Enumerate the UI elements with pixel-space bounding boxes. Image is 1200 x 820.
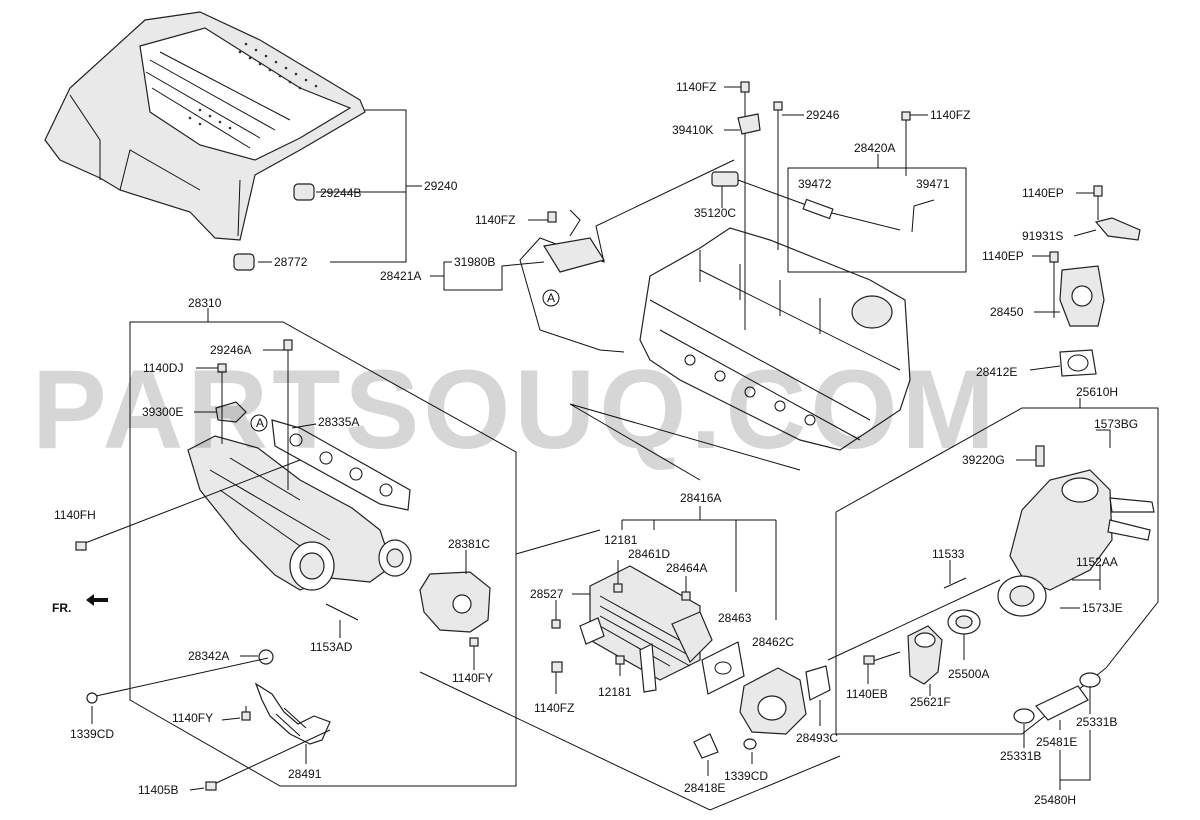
callout-39471: 39471	[916, 177, 950, 191]
intake-gasket-drawing	[271, 419, 411, 511]
callout-25621F: 25621F	[910, 695, 951, 709]
callout-1140FZ-mid: 1140FZ	[475, 213, 515, 227]
callout-11533: 11533	[932, 547, 965, 561]
cylinder-head-drawing	[639, 227, 911, 451]
callout-25331B-right: 25331B	[1076, 715, 1117, 729]
callout-1573BG: 1573BG	[1094, 417, 1138, 431]
callout-91931S: 91931S	[1022, 229, 1063, 243]
callout-28421A: 28421A	[380, 269, 421, 283]
watermark: PARTSOUQ.COM	[32, 347, 999, 472]
callout-28342A: 28342A	[188, 649, 229, 663]
callout-28527: 28527	[530, 587, 564, 601]
callout-1140EB: 1140EB	[846, 687, 888, 701]
callout-39220G: 39220G	[962, 453, 1005, 467]
fr-label: FR.	[52, 601, 71, 615]
egr-gasket-drawing	[701, 641, 745, 695]
callout-28461D: 28461D	[628, 547, 670, 561]
callout-39300E: 39300E	[142, 405, 183, 419]
egr-cooler-drawing	[579, 565, 713, 693]
callout-28420A: 28420A	[854, 141, 895, 155]
callout-28450: 28450	[990, 305, 1024, 319]
coolant-hose-drawing	[1013, 672, 1101, 724]
callout-25610H: 25610H	[1076, 385, 1118, 399]
callout-35120C: 35120C	[694, 206, 736, 220]
intake-manifold-drawing	[187, 435, 412, 591]
callout-29246: 29246	[806, 108, 840, 122]
callout-29244B: 29244B	[320, 186, 361, 200]
callout-28493C: 28493C	[796, 731, 838, 745]
callout-25500A: 25500A	[948, 667, 989, 681]
egr-pipe-drawing	[254, 682, 331, 745]
callout-29246A: 29246A	[210, 343, 251, 357]
callout-25331B-left: 25331B	[1000, 749, 1041, 763]
callout-1140FZ-bottom: 1140FZ	[534, 701, 574, 715]
callout-1140FH: 1140FH	[54, 508, 96, 522]
callout-28462C: 28462C	[752, 635, 794, 649]
callout-1140EP-mid: 1140EP	[982, 249, 1024, 263]
callout-1140FZ-top: 1140FZ	[676, 80, 716, 94]
map-sensor-drawing	[215, 401, 247, 423]
callout-12181-top: 12181	[604, 533, 638, 547]
callout-1140FY-right: 1140FY	[452, 671, 493, 685]
callout-28463: 28463	[718, 611, 752, 625]
callout-28381C: 28381C	[448, 537, 490, 551]
thermostat-drawing	[947, 609, 981, 660]
callout-28412E: 28412E	[976, 365, 1017, 379]
egr-housing-drawing	[739, 665, 831, 735]
callout-39410K: 39410K	[672, 123, 713, 137]
callout-1140FZ-topright: 1140FZ	[930, 108, 970, 122]
callout-1152AA: 1152AA	[1076, 555, 1118, 569]
engine-cover-drawing	[44, 11, 366, 271]
callout-1140DJ: 1140DJ	[143, 361, 183, 375]
callout-1339CD-left: 1339CD	[70, 727, 114, 741]
water-inlet-fitting-drawing	[907, 625, 943, 685]
callout-1339CD-right: 1339CD	[724, 769, 768, 783]
thermostat-housing-drawing	[997, 469, 1155, 617]
callout-39472: 39472	[798, 177, 832, 191]
front-direction-arrow: FR.	[52, 594, 108, 615]
callout-25481E: 25481E	[1036, 735, 1077, 749]
callout-28310: 28310	[188, 296, 222, 310]
callout-12181-bottom: 12181	[598, 685, 632, 699]
callout-28416A: 28416A	[680, 491, 721, 505]
callout-11405B: 11405B	[138, 783, 178, 797]
callout-1153AD: 1153AD	[310, 640, 353, 654]
callout-1140FY-left: 1140FY	[172, 711, 213, 725]
callout-28335A: 28335A	[318, 415, 359, 429]
throttle-body-drawing	[419, 571, 491, 633]
callout-circle-a-left: A	[256, 416, 264, 430]
callout-28464A: 28464A	[666, 561, 707, 575]
callout-circle-a-right: A	[547, 291, 555, 305]
callout-28491: 28491	[288, 767, 322, 781]
callout-31980B: 31980B	[454, 255, 495, 269]
callout-1140EP-top: 1140EP	[1022, 186, 1064, 200]
callout-28772: 28772	[274, 255, 308, 269]
callout-29240: 29240	[424, 179, 458, 193]
callout-25480H: 25480H	[1034, 793, 1076, 807]
callout-1573JE: 1573JE	[1082, 601, 1123, 615]
callout-28418E: 28418E	[684, 781, 725, 795]
